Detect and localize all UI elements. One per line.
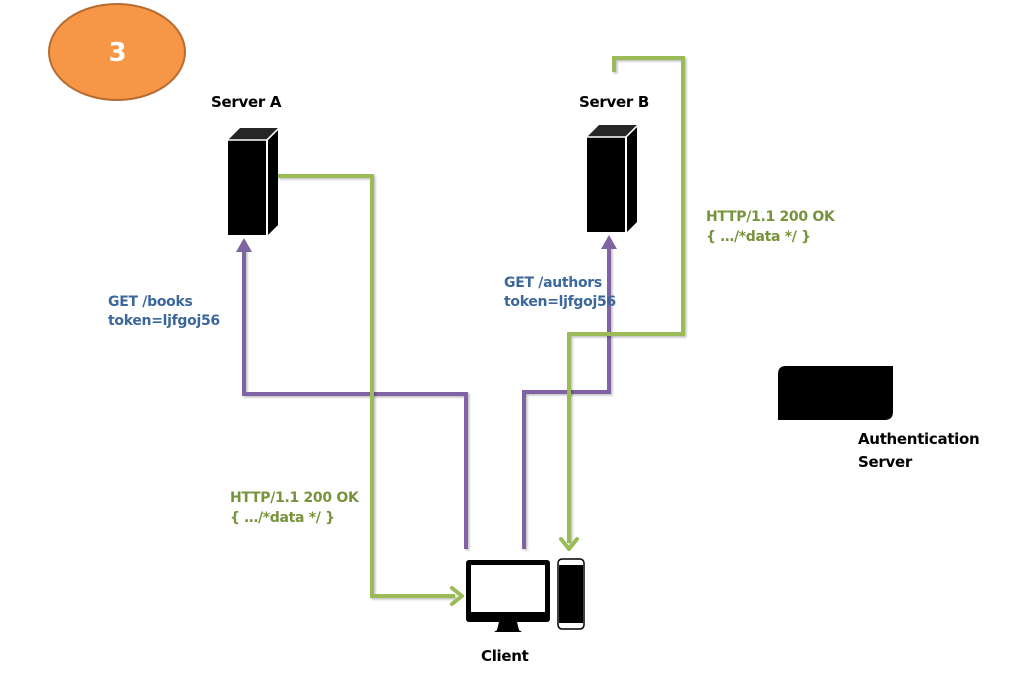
auth-server-label-line2: Server <box>858 453 912 471</box>
arrowhead-server-b <box>601 235 617 249</box>
request-a-line1: GET /books <box>108 294 193 310</box>
client-monitor-icon <box>466 560 550 632</box>
arrowhead-client-tower <box>559 537 579 551</box>
response-arrow-server-b <box>567 56 685 543</box>
response-arrow-server-a <box>278 174 455 598</box>
response-a-line1: HTTP/1.1 200 OK <box>230 490 359 506</box>
response-a-line2: { …/*data */ } <box>230 510 335 526</box>
arrowhead-server-a <box>236 238 252 252</box>
client-label: Client <box>481 647 529 665</box>
response-b-line2: { …/*data */ } <box>706 229 811 245</box>
request-b-line2: token=ljfgoj56 <box>504 294 616 310</box>
auth-server-label-line1: Authentication <box>858 430 980 448</box>
auth-server-icon <box>778 366 893 420</box>
client-tower-icon <box>557 558 585 630</box>
step-number: 3 <box>108 37 127 68</box>
request-arrow-server-a <box>242 246 468 549</box>
step-badge <box>48 3 186 101</box>
server-b-label: Server B <box>579 93 649 111</box>
response-b-line1: HTTP/1.1 200 OK <box>706 209 835 225</box>
request-a-line2: token=ljfgoj56 <box>108 313 220 329</box>
server-a-icon <box>228 128 279 235</box>
server-a-label: Server A <box>211 93 282 111</box>
arrowhead-client-monitor <box>450 586 464 606</box>
request-b-line1: GET /authors <box>504 275 602 291</box>
server-b-icon <box>587 125 638 232</box>
request-arrow-server-b <box>522 243 611 549</box>
